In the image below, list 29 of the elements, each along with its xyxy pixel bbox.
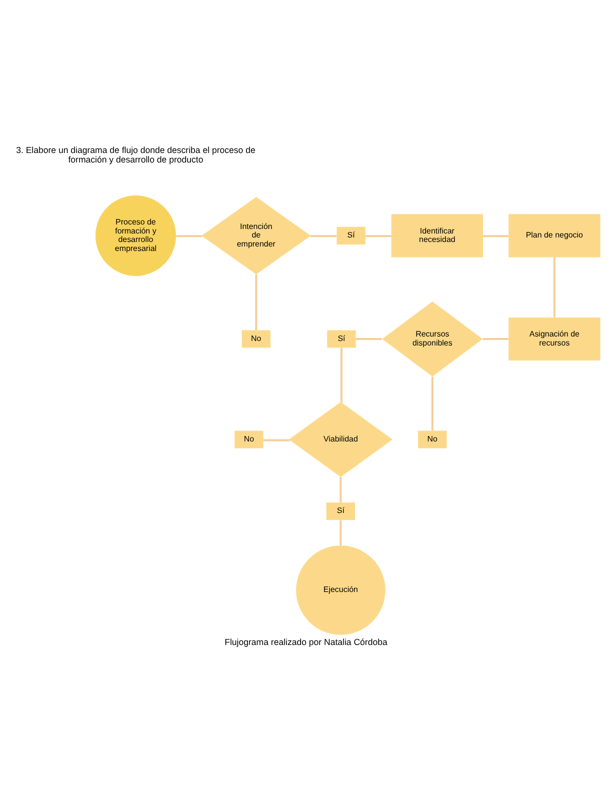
node-diamond: Viabilidad	[288, 402, 393, 477]
connector	[431, 376, 434, 431]
node-box: Sí	[327, 330, 356, 348]
connector	[553, 257, 556, 318]
connector	[366, 235, 392, 238]
connector	[483, 235, 509, 238]
node-box: Plan de negocio	[508, 214, 600, 258]
node-box: Identificar necesidad	[391, 214, 484, 258]
connector	[482, 338, 509, 340]
connector	[176, 235, 202, 238]
node-box: Sí	[326, 502, 356, 520]
caption: Flujograma realizado por Natalia Córdoba	[224, 637, 388, 648]
node-box: No	[418, 430, 447, 448]
diagram-title: 3. Elabore un diagrama de flujo donde describa el proceso de formación y desarrollo de producto	[16, 144, 256, 165]
node-diamond: Recursos disponibles	[382, 302, 483, 376]
connector	[340, 477, 342, 502]
node-box: No	[234, 430, 264, 448]
node-circle: Proceso de formación y desarrollo empresarial	[95, 195, 176, 276]
node-box: No	[242, 330, 270, 348]
connector	[340, 348, 342, 402]
connector	[340, 520, 342, 546]
node-box: Sí	[336, 226, 366, 244]
connector	[264, 439, 290, 442]
connector	[356, 338, 382, 340]
node-diamond: Intención de emprender	[202, 197, 311, 274]
node-box: Asignación de recursos	[508, 317, 600, 360]
connector	[255, 274, 258, 330]
connector	[310, 235, 336, 238]
node-circle: Ejecución	[296, 546, 386, 635]
